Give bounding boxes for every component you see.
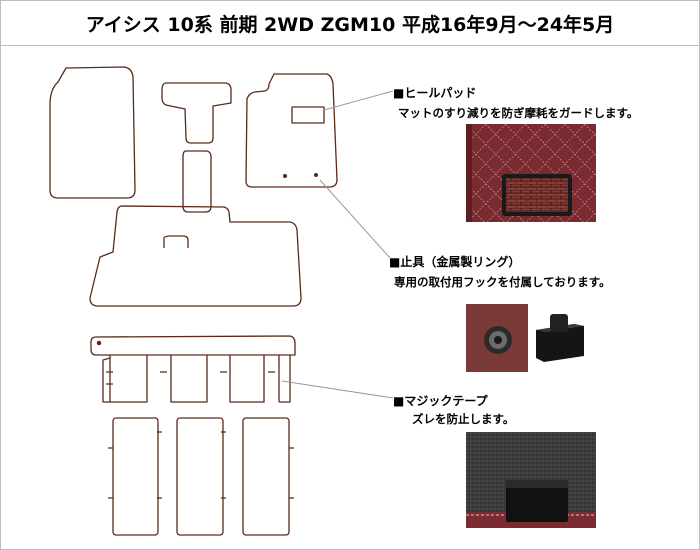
leader-hook — [319, 179, 391, 259]
feature-fastener-title: ■止具（金属製リング） — [389, 255, 521, 269]
second-row-notch — [163, 235, 189, 248]
connector-ticks — [106, 371, 294, 499]
feature-fastener-desc: 専用の取付用フックを付属しております。 — [394, 275, 611, 289]
fastener-photo — [466, 304, 596, 372]
leader-heel-pad — [323, 90, 394, 111]
third-row-sides — [102, 355, 291, 403]
feature-heel-pad-desc: マットのすり減りを防ぎ摩耗をガードします。 — [398, 106, 639, 120]
hook-point-3 — [96, 340, 102, 346]
hook-point-2 — [313, 172, 319, 178]
center-tunnel-mat — [182, 150, 212, 213]
velcro-photo — [466, 432, 596, 528]
third-row-seats — [109, 355, 280, 403]
rear-mat-right — [242, 417, 290, 536]
feature-velcro-desc: ズレを防止します。 — [412, 412, 515, 426]
heel-pad-photo — [466, 124, 596, 222]
third-row-base — [90, 335, 296, 356]
rear-mat-center — [176, 417, 224, 536]
hook-point-1 — [282, 173, 288, 179]
heel-pad-outline — [291, 106, 325, 124]
second-row-mat — [89, 205, 302, 307]
passenger-mat — [245, 73, 338, 188]
leader-velcro — [281, 380, 394, 399]
rear-mat-left — [112, 417, 159, 536]
page-title: アイシス 10系 前期 2WD ZGM10 平成16年9月～24年5月 — [85, 14, 615, 36]
title-bar: アイシス 10系 前期 2WD ZGM10 平成16年9月～24年5月 — [1, 1, 699, 46]
center-console-mat — [161, 82, 232, 144]
feature-heel-pad-title: ■ヒールパッド — [393, 86, 477, 100]
feature-velcro-title: ■マジックテープ — [393, 394, 488, 408]
driver-mat — [49, 66, 136, 199]
